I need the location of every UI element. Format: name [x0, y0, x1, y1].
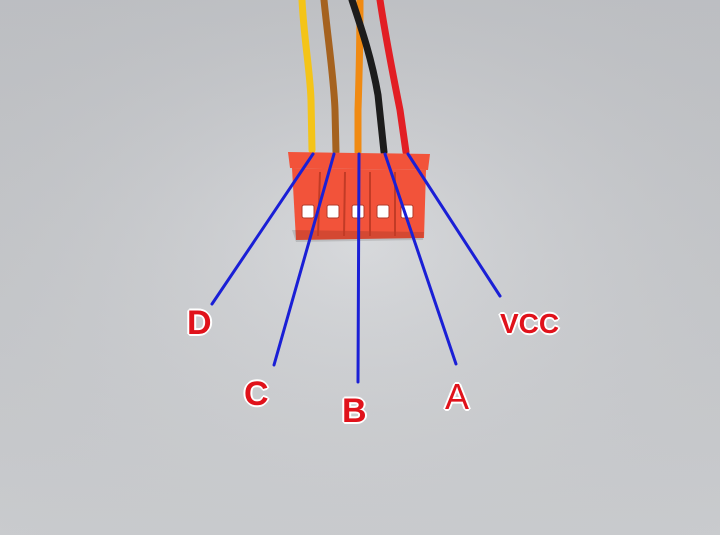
pin-slot: [376, 204, 390, 219]
leader-line-d: [210, 152, 315, 306]
pin-slot: [301, 204, 315, 219]
pin-label-a: A: [445, 376, 470, 417]
pin-label-d: D: [187, 304, 212, 342]
leader-lines: [210, 152, 502, 384]
wire-brown: [320, 0, 340, 156]
leader-line-vcc: [406, 152, 502, 298]
pin-slot: [326, 204, 340, 219]
wire-red: [376, 0, 410, 156]
pin-label-c: C: [244, 375, 269, 413]
leader-line-c: [272, 152, 336, 367]
leader-line-b: [356, 152, 361, 384]
pin-label-vcc: VCC: [500, 308, 560, 339]
leader-line-a: [383, 152, 458, 366]
wire-black: [348, 0, 388, 156]
wire-bundle: [298, 0, 410, 156]
pin-label-b: B: [342, 392, 367, 430]
wire-yellow: [298, 0, 316, 154]
